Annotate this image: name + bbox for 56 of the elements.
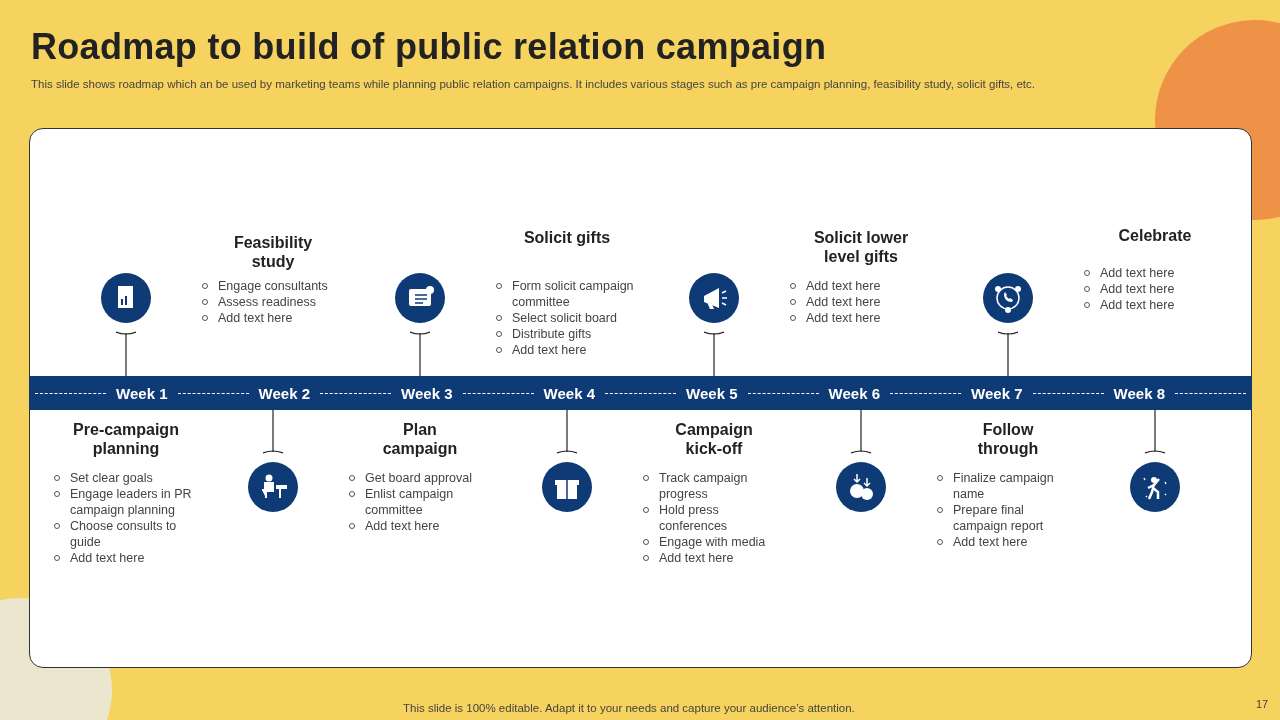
bullet-item: Get board approval: [347, 470, 487, 486]
bullet-item: Add text here: [788, 278, 930, 294]
stage-heading: Solicit lower level gifts: [812, 228, 910, 266]
timeline-band: [29, 376, 1252, 410]
stage-heading: Solicit gifts: [522, 228, 612, 247]
page-number: 17: [1256, 698, 1269, 710]
connector-line: [556, 409, 578, 454]
bullet-item: Track campaign progress: [641, 470, 783, 502]
bullet-item: Prepare final campaign report: [935, 502, 1068, 534]
bullet-item: Engage leaders in PR campaign planning: [52, 486, 205, 518]
week-label: Week 5: [685, 384, 739, 402]
stage-heading: Celebrate: [1117, 226, 1193, 245]
bullet-item: Add text here: [1082, 265, 1224, 281]
connector-line: [997, 331, 1019, 377]
bullet-item: Add text here: [935, 534, 1068, 550]
footer-note: This slide is 100% editable. Adapt it to your needs and capture your audience’s attention.: [403, 702, 855, 714]
connector-line: [703, 331, 725, 377]
bullet-item: Set clear goals: [52, 470, 205, 486]
stage-heading: Pre-campaign planning: [72, 420, 180, 458]
bullet-item: Distribute gifts: [494, 326, 636, 342]
bullet-item: Add text here: [200, 310, 358, 326]
connector-line: [850, 409, 872, 454]
stage-heading: Follow through: [976, 420, 1040, 458]
bullet-item: Hold press conferences: [641, 502, 783, 534]
week-label: Week 6: [827, 384, 881, 402]
bullet-item: Engage with media: [641, 534, 783, 550]
subtitle: This slide shows roadmap which an be used by marketing teams while planning public relation campaigns. It includes various stages such as pre campaign planning, feasibility study, solicit gifts, etc.: [31, 78, 1035, 90]
bullet-item: Add text here: [347, 518, 487, 534]
bullet-item: Select solicit board: [494, 310, 636, 326]
bullet-item: Add text here: [1082, 297, 1224, 313]
bullet-item: Choose consults to guide: [52, 518, 205, 550]
bullet-item: Add text here: [494, 342, 636, 358]
stage-heading: Plan campaign: [381, 420, 459, 458]
bullet-item: Add text here: [1082, 281, 1224, 297]
week-label: Week 3: [400, 384, 454, 402]
bullet-item: Engage consultants: [200, 278, 358, 294]
bullet-item: Add text here: [788, 310, 930, 326]
week-label: Week 7: [970, 384, 1024, 402]
stage-heading: Campaign kick-off: [674, 420, 754, 458]
bullet-item: Enlist campaign committee: [347, 486, 487, 518]
bullet-item: Assess readiness: [200, 294, 358, 310]
bullet-item: Add text here: [52, 550, 205, 566]
connector-line: [262, 409, 284, 454]
connector-line: [409, 331, 431, 377]
bullet-item: Add text here: [788, 294, 930, 310]
week-label: Week 4: [542, 384, 596, 402]
bullet-item: Form solicit campaign committee: [494, 278, 636, 310]
connector-line: [1144, 409, 1166, 454]
connector-line: [115, 331, 137, 377]
bullet-item: Add text here: [641, 550, 783, 566]
week-label: Week 8: [1112, 384, 1166, 402]
week-label: Week 2: [257, 384, 311, 402]
bullet-item: Finalize campaign name: [935, 470, 1068, 502]
title: Roadmap to build of public relation campaign: [31, 26, 827, 68]
week-label: Week 1: [115, 384, 169, 402]
stage-heading: Feasibility study: [232, 233, 314, 271]
